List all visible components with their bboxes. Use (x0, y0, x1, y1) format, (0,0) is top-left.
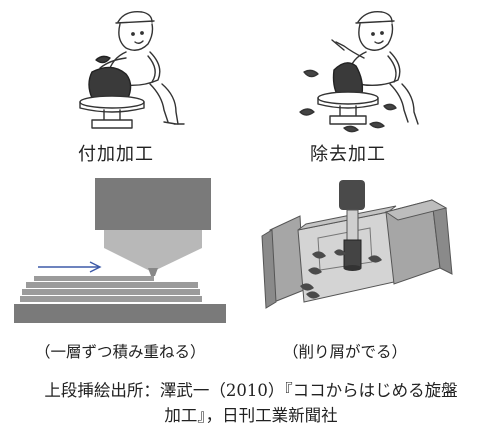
subtractive-milling-illustration (261, 180, 453, 309)
source-line-2: 加工』，日刊工業新聞社 (164, 406, 338, 425)
source-line-1: 上段挿絵出所：澤武一（2010）『ココからはじめる旋盤 (44, 381, 458, 400)
additive-layering-illustration (14, 178, 226, 323)
label-subtractive-machining: 除去加工 (310, 144, 386, 165)
subtractive-craftsman-illustration (299, 11, 419, 133)
additive-craftsman-illustration (79, 11, 185, 129)
caption-additive: （一層ずつ積み重ねる） (35, 343, 206, 361)
caption-subtractive: （削り屑がでる） (283, 343, 408, 361)
label-additive-machining: 付加加工 (78, 144, 154, 165)
